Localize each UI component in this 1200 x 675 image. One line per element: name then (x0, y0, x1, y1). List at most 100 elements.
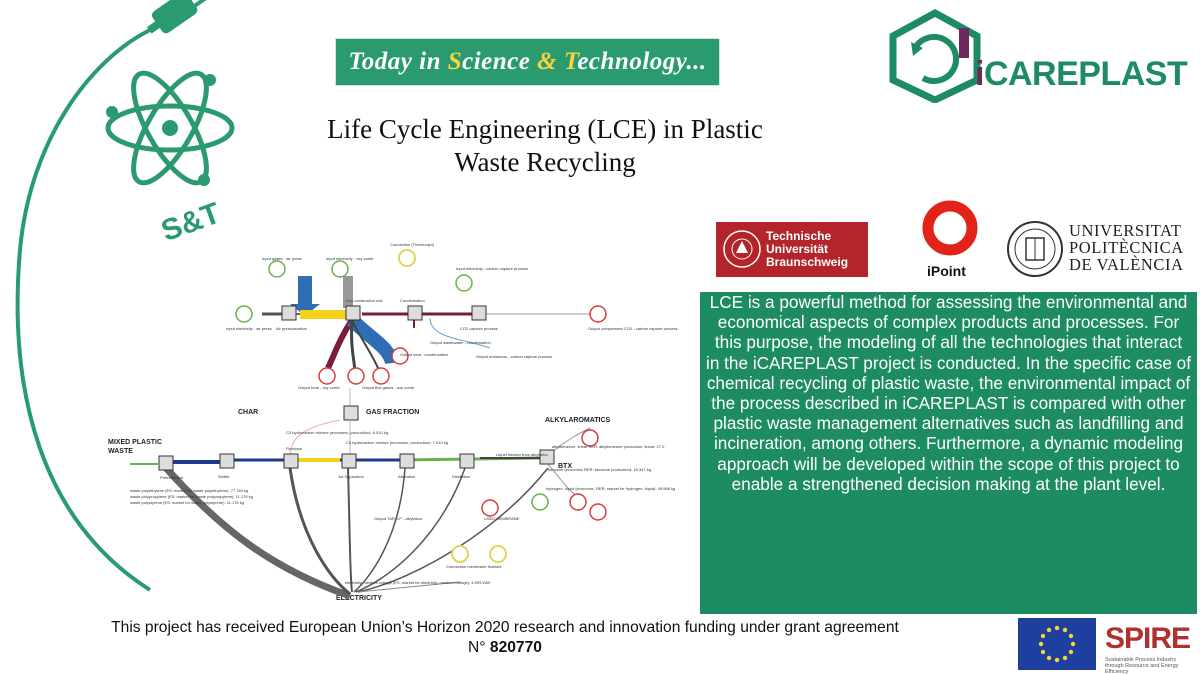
upv-line-2: POLITÈCNICA (1069, 238, 1184, 257)
label-output-heat-oxy: Output heat - oxy comb (298, 385, 340, 390)
output-node (581, 429, 599, 447)
label-mixed-plastic-1: MIXED PLASTIC (108, 439, 162, 446)
footer-line-2: N° 820770 (468, 639, 542, 656)
label-output-heat-cond: Output heat - condensation (400, 352, 448, 357)
label-waste-pp: waste polypropylene (ES: market for wast… (130, 494, 253, 499)
process-node-wetter (219, 453, 235, 469)
label-first-separation: 1st Separation (338, 474, 364, 479)
label-used-membrane: USED MEMBRANE (484, 516, 520, 521)
flow-line (347, 314, 399, 365)
label-char: CHAR (238, 409, 258, 416)
label-co2-capture: CO2 capture process (460, 326, 498, 331)
label-output-emissions: Output emissions - carbon capture proces… (476, 354, 552, 359)
output-node (589, 503, 607, 521)
footer-line-1: This project has received European Union… (111, 619, 899, 636)
input-node (455, 274, 473, 292)
label-air-pressurization: Air pressurization (276, 326, 307, 331)
process-node-co2-capture (471, 305, 487, 321)
icareplast-logo-text: iCAREPLAST (975, 55, 1188, 93)
plug-icon (146, 0, 210, 34)
output-node (391, 347, 409, 365)
output-node (481, 499, 499, 517)
connection-node (398, 249, 416, 267)
title-line-1: Life Cycle Engineering (LCE) in Plastic (327, 114, 763, 144)
ipoint-logo-icon (922, 200, 978, 256)
process-node-pretreatment (158, 455, 174, 471)
label-mixed-plastic-2: WASTE (108, 448, 133, 455)
atom-icon (105, 70, 235, 186)
label-c3-mix: C3 hydrocarbon mixture (economic, produc… (286, 430, 388, 435)
eu-flag-icon (1018, 618, 1096, 670)
process-node-pyrolysis (283, 453, 299, 469)
connection-node (451, 545, 469, 563)
upv-line-1: UNIVERSITAT (1069, 221, 1182, 240)
output-node (318, 367, 336, 385)
tu-braunschweig-logo: Technische Universität Braunschweig (716, 222, 868, 277)
label-wetter: Wetter (218, 474, 230, 479)
process-node-liquid-fraction (539, 449, 555, 465)
label-output-flue: Output flue gases - oxy comb (362, 385, 415, 390)
funding-footer: This project has received European Union… (10, 618, 1000, 658)
upv-seal-icon (1007, 221, 1063, 277)
label-electricity: ELECTRICITY (336, 595, 382, 602)
flow-line (353, 467, 406, 593)
label-alkylbenzene: alkylbenzene, linear RER: alkylbenzene p… (552, 444, 665, 449)
label-waste-pe: waste polyethylene (ES: market for waste… (130, 488, 248, 493)
flow-line (357, 581, 461, 593)
input-node (531, 493, 549, 511)
flow-line (357, 467, 549, 593)
label-output-tar: Output TAR, LP - alkylation (374, 516, 422, 521)
output-node (347, 367, 365, 385)
label-input-elec-air: Input electricity - air press (226, 326, 272, 331)
label-alkylaromatics: ALKYLAROMATICS (545, 417, 611, 424)
ipoint-logo-text: iPoint (927, 263, 966, 279)
process-node-distillation (459, 453, 475, 469)
process-node-air-pressurization (281, 305, 297, 321)
label-liquid-fraction: Liquid fraction from alkylation (496, 452, 548, 457)
label-alkylation: Alkylation (398, 474, 415, 479)
label-input-elec-oxy: Input electricity - oxy comb (326, 256, 374, 261)
label-pretreatment: Pretreatment (160, 475, 184, 480)
tu-line-1: Technische (766, 229, 832, 243)
label-condensation: Condensation (400, 298, 425, 303)
output-node (372, 367, 390, 385)
title-line-2: Waste Recycling (454, 147, 636, 177)
spire-subtitle: Sustainable Process Industry through Res… (1105, 657, 1179, 675)
process-node-oxy-combustion (345, 305, 361, 321)
label-benzene: benzene (economic RER: benzene productio… (548, 467, 651, 472)
flow-line (347, 467, 353, 593)
input-node (235, 305, 253, 323)
label-connection-membrane: Connection membrane finished (446, 564, 501, 569)
flow-line (288, 467, 351, 596)
input-node (268, 260, 286, 278)
label-pyrolysis: Pyrolysis (286, 446, 302, 451)
flow-grey-bar (343, 276, 353, 308)
label-output-co2: Output compressed CO2 - carbon capture p… (588, 326, 678, 331)
grant-number: 820770 (489, 639, 542, 656)
process-node-condensation (407, 305, 423, 321)
icareplast-logo-mark (889, 9, 981, 103)
description-box: LCE is a powerful method for assessing t… (700, 292, 1197, 614)
flow-line (325, 318, 355, 370)
tu-seal-icon (723, 230, 761, 268)
label-input-gases: Input gases - air press (262, 256, 302, 261)
tu-line-3: Braunschweig (766, 255, 849, 269)
process-node-gas-fraction (343, 405, 359, 421)
process-node-1st-separation (341, 453, 357, 469)
label-waste-ps: waste polystyrene (ES: market for waste … (130, 500, 244, 505)
label-c3-mix2: C3 hydrocarbon mixture (economic, produc… (346, 440, 448, 445)
output-node (589, 305, 607, 323)
spire-logo-text: SPIRE (1105, 622, 1191, 655)
label-distillation: Distillation (452, 474, 470, 479)
label-oxy-combustion: Oxy-combustion unit (346, 298, 383, 303)
flow-yellow-band (300, 310, 350, 319)
flow-line (163, 465, 352, 600)
tu-line-2: Universität (766, 242, 829, 256)
label-electricity-mv: electricity, medium voltage (ES, market … (345, 580, 490, 585)
label-connection-thermodyn: Connection (Thermodyn) (390, 242, 435, 247)
label-output-wastewater: Output wastewater - condensation (430, 340, 491, 345)
label-btx: BTX (558, 463, 572, 470)
flow-line (429, 317, 491, 349)
flow-air-bar (298, 276, 312, 310)
cable-decoration: S&T (15, 0, 235, 592)
